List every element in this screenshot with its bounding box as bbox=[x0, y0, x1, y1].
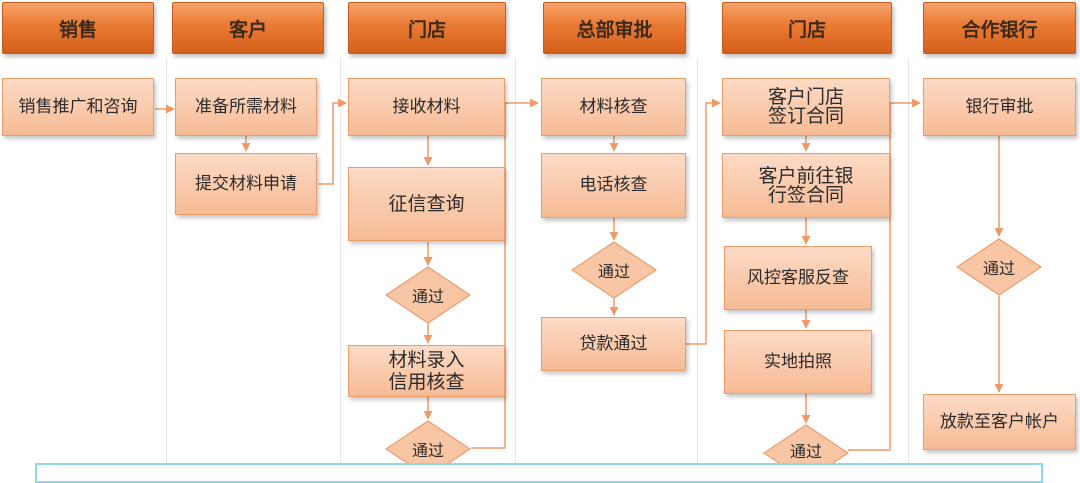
decision-label: 通过 bbox=[982, 259, 1015, 278]
step-label: 放款至客户帐户 bbox=[940, 411, 1059, 432]
step-label: 客户门店 签订合同 bbox=[767, 86, 844, 127]
step-label: 电话核查 bbox=[579, 175, 648, 195]
step-loan-pass: 贷款通过 bbox=[541, 317, 686, 371]
step-prepare-materials: 准备所需材料 bbox=[175, 78, 317, 136]
step-label: 提交材料申请 bbox=[195, 173, 297, 194]
step-label: 准备所需材料 bbox=[195, 96, 297, 117]
connector bbox=[471, 98, 539, 449]
step-label: 征信查询 bbox=[388, 192, 465, 215]
step-receive-materials: 接收材料 bbox=[348, 78, 505, 136]
lane-header-store-2: 门店 bbox=[722, 2, 892, 54]
step-bank-approval: 银行审批 bbox=[923, 78, 1076, 136]
step-label: 贷款通过 bbox=[579, 333, 648, 354]
bottom-panel bbox=[35, 463, 1043, 483]
connector bbox=[318, 98, 347, 185]
lane-header-hq-approval: 总部审批 bbox=[543, 2, 686, 54]
lane-header-partner-bank: 合作银行 bbox=[923, 2, 1076, 54]
step-label: 接收材料 bbox=[392, 96, 461, 117]
lane-divider bbox=[908, 58, 909, 476]
step-submit-application: 提交材料申请 bbox=[175, 153, 317, 215]
step-phone-check: 电话核查 bbox=[541, 153, 686, 218]
step-credit-inquiry: 征信查询 bbox=[348, 167, 505, 241]
step-label: 材料录入 信用核查 bbox=[388, 349, 465, 393]
lane-divider bbox=[340, 58, 341, 476]
decision-label: 通过 bbox=[411, 287, 444, 306]
step-label: 银行审批 bbox=[965, 96, 1034, 117]
step-label: 销售推广和咨询 bbox=[18, 96, 138, 117]
lane-header-sales: 销售 bbox=[2, 2, 154, 54]
step-site-photo: 实地拍照 bbox=[724, 330, 872, 394]
connector bbox=[848, 98, 921, 451]
lane-divider bbox=[515, 58, 516, 476]
step-material-check: 材料核查 bbox=[541, 78, 686, 136]
decision-label: 通过 bbox=[597, 262, 630, 281]
step-loan-release: 放款至客户帐户 bbox=[923, 394, 1076, 450]
lane-header-customer: 客户 bbox=[172, 2, 324, 54]
step-label: 材料核查 bbox=[579, 96, 648, 117]
decision-store-pass-1: 通过 bbox=[385, 266, 471, 324]
connector bbox=[686, 98, 721, 345]
lane-divider bbox=[166, 58, 167, 476]
step-store-contract: 客户门店 签订合同 bbox=[722, 78, 890, 136]
lane-header-store: 门店 bbox=[348, 2, 506, 54]
decision-label: 通过 bbox=[789, 442, 822, 461]
step-label: 客户前往银 行签合同 bbox=[758, 164, 854, 206]
lane-divider bbox=[697, 58, 698, 476]
step-sales-promotion: 销售推广和咨询 bbox=[2, 78, 154, 136]
decision-label: 通过 bbox=[411, 441, 444, 460]
decision-hq-pass: 通过 bbox=[571, 241, 657, 299]
step-label: 风控客服反查 bbox=[747, 267, 849, 288]
step-bank-contract: 客户前往银 行签合同 bbox=[722, 153, 890, 218]
step-risk-recheck: 风控客服反查 bbox=[724, 246, 872, 310]
step-data-entry-credit-check: 材料录入 信用核查 bbox=[348, 345, 505, 397]
step-label: 实地拍照 bbox=[764, 351, 832, 372]
decision-bank-pass: 通过 bbox=[956, 238, 1042, 296]
